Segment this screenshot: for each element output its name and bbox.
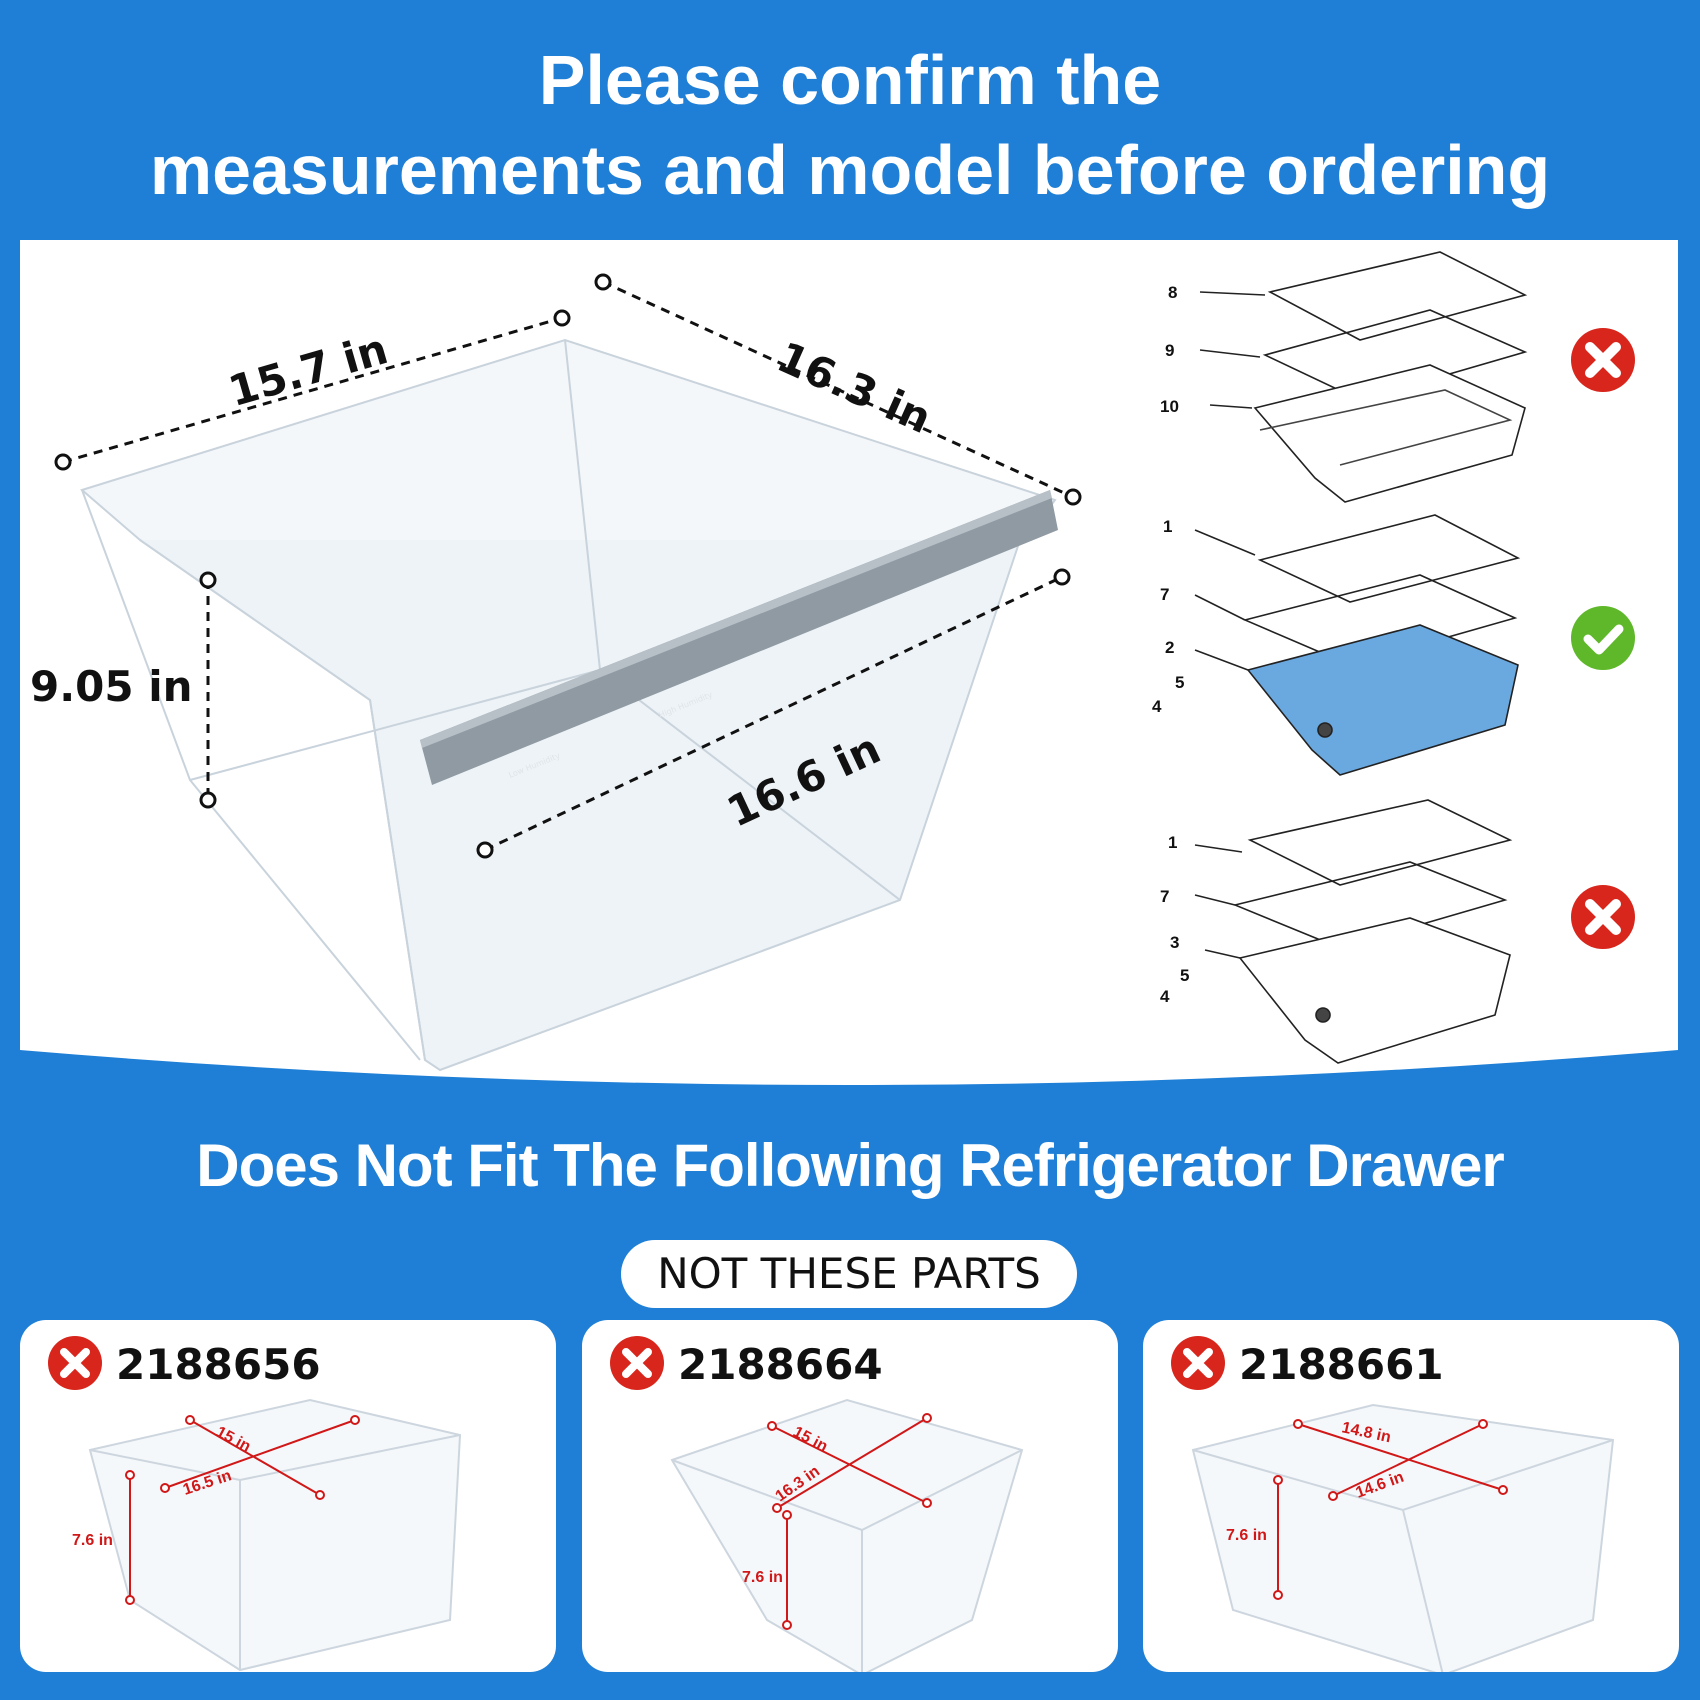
part-number: 2188656 <box>116 1340 321 1389</box>
part-number: 2188661 <box>1239 1340 1444 1389</box>
dimension-label: 7.6 in <box>1226 1527 1267 1544</box>
dimension-label: 7.6 in <box>72 1532 113 1549</box>
dimension-lines <box>62 280 1074 852</box>
product-panel: Low Humidity High Humidity <box>20 240 1678 1100</box>
drawer-image: 15 in 16.5 in 7.6 in <box>72 1398 462 1672</box>
red-x-icon <box>1171 1336 1225 1390</box>
header-title-line1: Please confirm the <box>538 41 1162 119</box>
crisper-drawer-image <box>79 338 1057 1072</box>
diagram-1 <box>1253 251 1528 503</box>
callout: 8 <box>1168 283 1177 302</box>
red-x-icon <box>1571 328 1635 392</box>
callout: 9 <box>1165 341 1174 360</box>
part-number: 2188664 <box>678 1340 883 1389</box>
not-these-parts-badge: NOT THESE PARTS <box>621 1240 1077 1308</box>
diagram-arrows <box>1194 291 1266 959</box>
section-title: Does Not Fit The Following Refrigerator … <box>196 1132 1504 1199</box>
callout: 7 <box>1160 887 1169 906</box>
callout: 1 <box>1168 833 1177 852</box>
callout: 5 <box>1175 673 1184 692</box>
red-x-icon <box>610 1336 664 1390</box>
diagram-callouts: 8 9 10 1 7 2 5 4 1 7 3 5 4 <box>1152 283 1189 1006</box>
product-panel-background: Low Humidity High Humidity <box>20 240 1678 1085</box>
dimension-endpoints <box>54 273 1082 859</box>
part-card-1: 2188656 15 in 16.5 in 7.6 in <box>20 1320 556 1672</box>
dimension-label: 7.6 in <box>742 1569 783 1586</box>
highlighted-drawer <box>1246 624 1519 776</box>
height-dimension: 9.05 in <box>30 662 193 711</box>
red-x-icon <box>1571 885 1635 949</box>
header-title-line2: measurements and model before ordering <box>149 131 1551 209</box>
drawer-image: 15 in 16.3 in 7.6 in <box>670 1398 1024 1672</box>
part-card-2: 2188664 15 in 16.3 in 7.6 in <box>582 1320 1118 1672</box>
exploded-diagrams <box>1232 251 1528 1064</box>
part-card-3: 2188661 14.8 in 14.6 in 7.6 in <box>1143 1320 1679 1672</box>
callout: 3 <box>1170 933 1179 952</box>
green-check-icon <box>1571 606 1635 670</box>
callout: 1 <box>1163 517 1172 536</box>
callout: 10 <box>1160 397 1179 416</box>
callout: 4 <box>1152 697 1162 716</box>
diagram-2 <box>1242 514 1521 776</box>
drawer-image: 14.8 in 14.6 in 7.6 in <box>1191 1403 1615 1672</box>
diagram-3 <box>1232 799 1513 1064</box>
callout: 2 <box>1165 638 1174 657</box>
callout: 4 <box>1160 987 1170 1006</box>
callout: 5 <box>1180 966 1189 985</box>
red-x-icon <box>48 1336 102 1390</box>
callout: 7 <box>1160 585 1169 604</box>
